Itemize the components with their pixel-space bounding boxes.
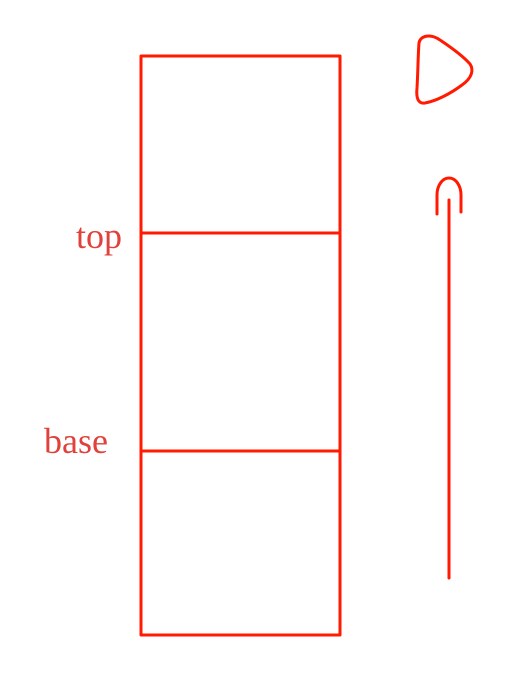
arrow-head-icon — [435, 176, 463, 216]
stack-box — [139, 54, 342, 637]
rounded-triangle-icon — [415, 34, 474, 105]
base-label: base — [44, 421, 108, 461]
top-label: top — [76, 216, 123, 256]
